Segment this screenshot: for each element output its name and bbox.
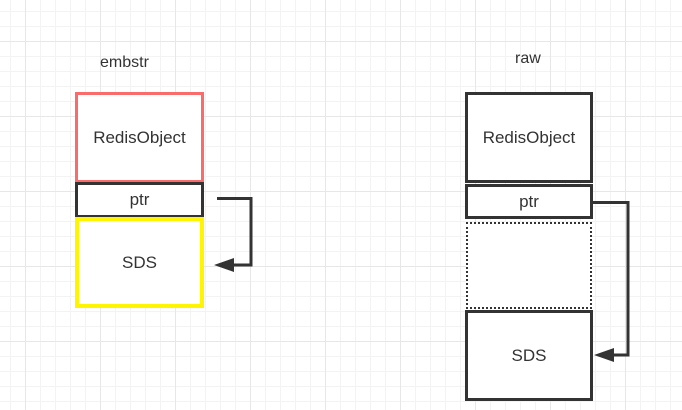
raw-sds-label: SDS [511,345,547,365]
raw-ptr-label: ptr [519,191,539,211]
embstr-group-label: embstr [100,54,149,71]
embstr-sds-box: SDS [75,217,204,308]
raw-empty-dotted-box [466,222,592,309]
raw-ptr-box: ptr [465,184,593,219]
raw-redisobject-box: RedisObject [465,92,593,183]
raw-sds-box: SDS [465,310,593,401]
arrowhead-left-icon [594,348,614,362]
arrowhead-left-icon [214,258,234,272]
embstr-sds-label: SDS [122,252,157,272]
embstr-redisobject-label: RedisObject [93,127,186,147]
raw-group-label: raw [515,50,541,67]
embstr-redisobject-box: RedisObject [75,92,204,183]
embstr-ptr-to-sds-arrow [214,197,253,272]
raw-redisobject-label: RedisObject [482,127,576,147]
embstr-ptr-box: ptr [75,182,204,218]
embstr-ptr-label: ptr [129,190,150,209]
raw-ptr-to-sds-arrow [593,201,630,362]
